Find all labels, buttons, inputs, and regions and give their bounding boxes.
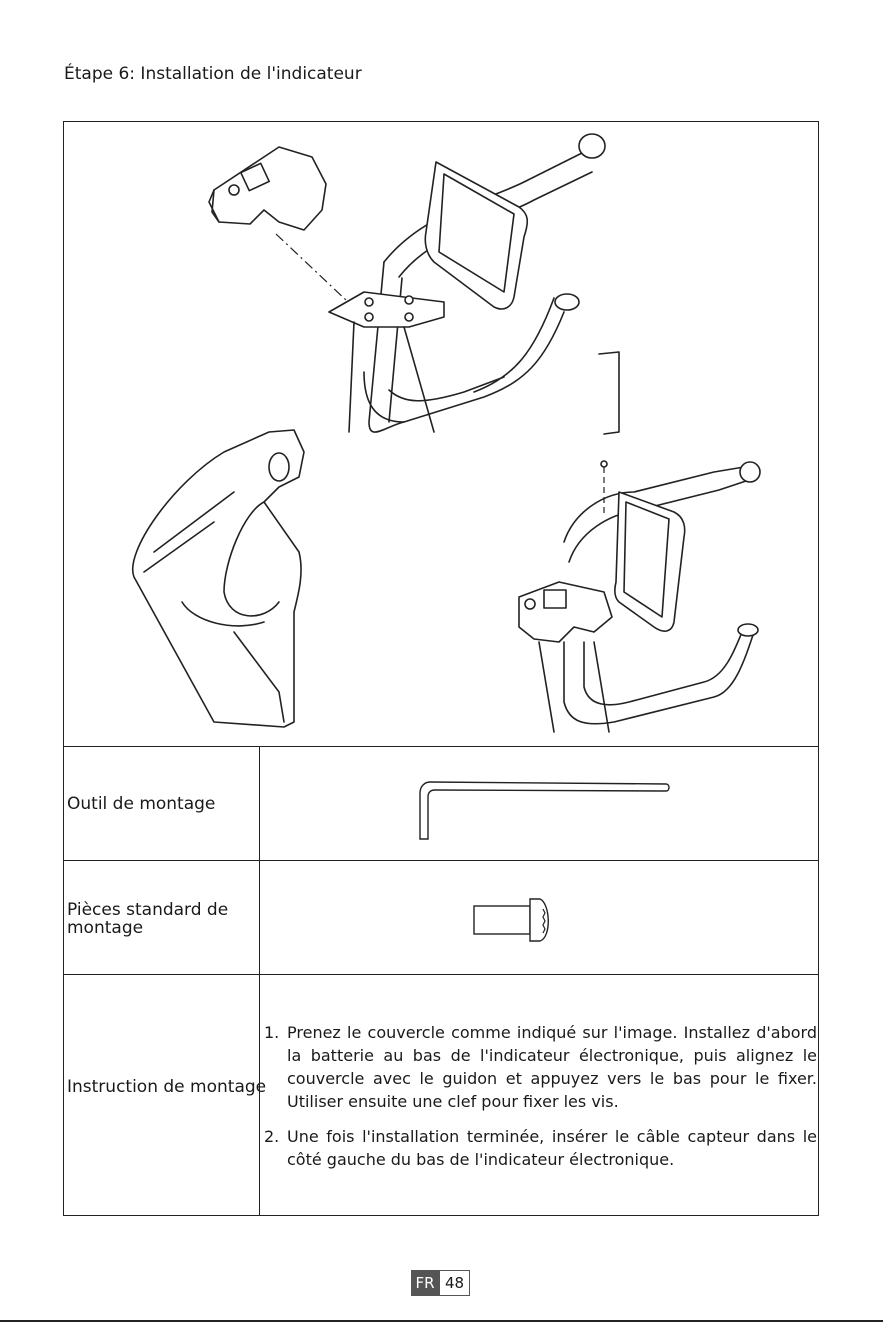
tool-cell <box>259 747 819 860</box>
bottom-rule <box>0 1320 883 1322</box>
allen-key-icon <box>419 781 670 840</box>
instruction-item: 2. Une fois l'installation terminée, ins… <box>264 1127 817 1169</box>
parts-label: Pièces standard de montage <box>67 900 229 938</box>
assembly-illustration <box>64 122 818 747</box>
page-title: Étape 6: Installation de l'indicateur <box>64 64 362 84</box>
instruction-item: 1. Prenez le couvercle comme indiqué sur… <box>264 1023 817 1111</box>
instruction-cell: 1. Prenez le couvercle comme indiqué sur… <box>259 975 819 1215</box>
screw-icon <box>473 898 549 942</box>
assembly-table: Outil de montage Pièces standard de mont… <box>63 121 819 1216</box>
parts-row: Pièces standard de montage <box>64 861 818 975</box>
cover-detail-illustration <box>131 429 305 728</box>
language-badge: FR <box>411 1270 439 1296</box>
tool-row: Outil de montage <box>64 747 818 861</box>
page-number: FR 48 <box>411 1270 470 1296</box>
instruction-label: Instruction de montage <box>67 1077 267 1097</box>
console-unit-illustration <box>208 146 327 231</box>
installed-view-illustration <box>518 461 761 733</box>
tool-label: Outil de montage <box>67 794 216 814</box>
parts-cell <box>259 861 819 974</box>
allen-key-illustration <box>598 351 620 435</box>
instruction-row: Instruction de montage 1. Prenez le couv… <box>64 975 818 1215</box>
page-number-value: 48 <box>439 1270 470 1296</box>
handlebar-illustration <box>328 133 606 433</box>
